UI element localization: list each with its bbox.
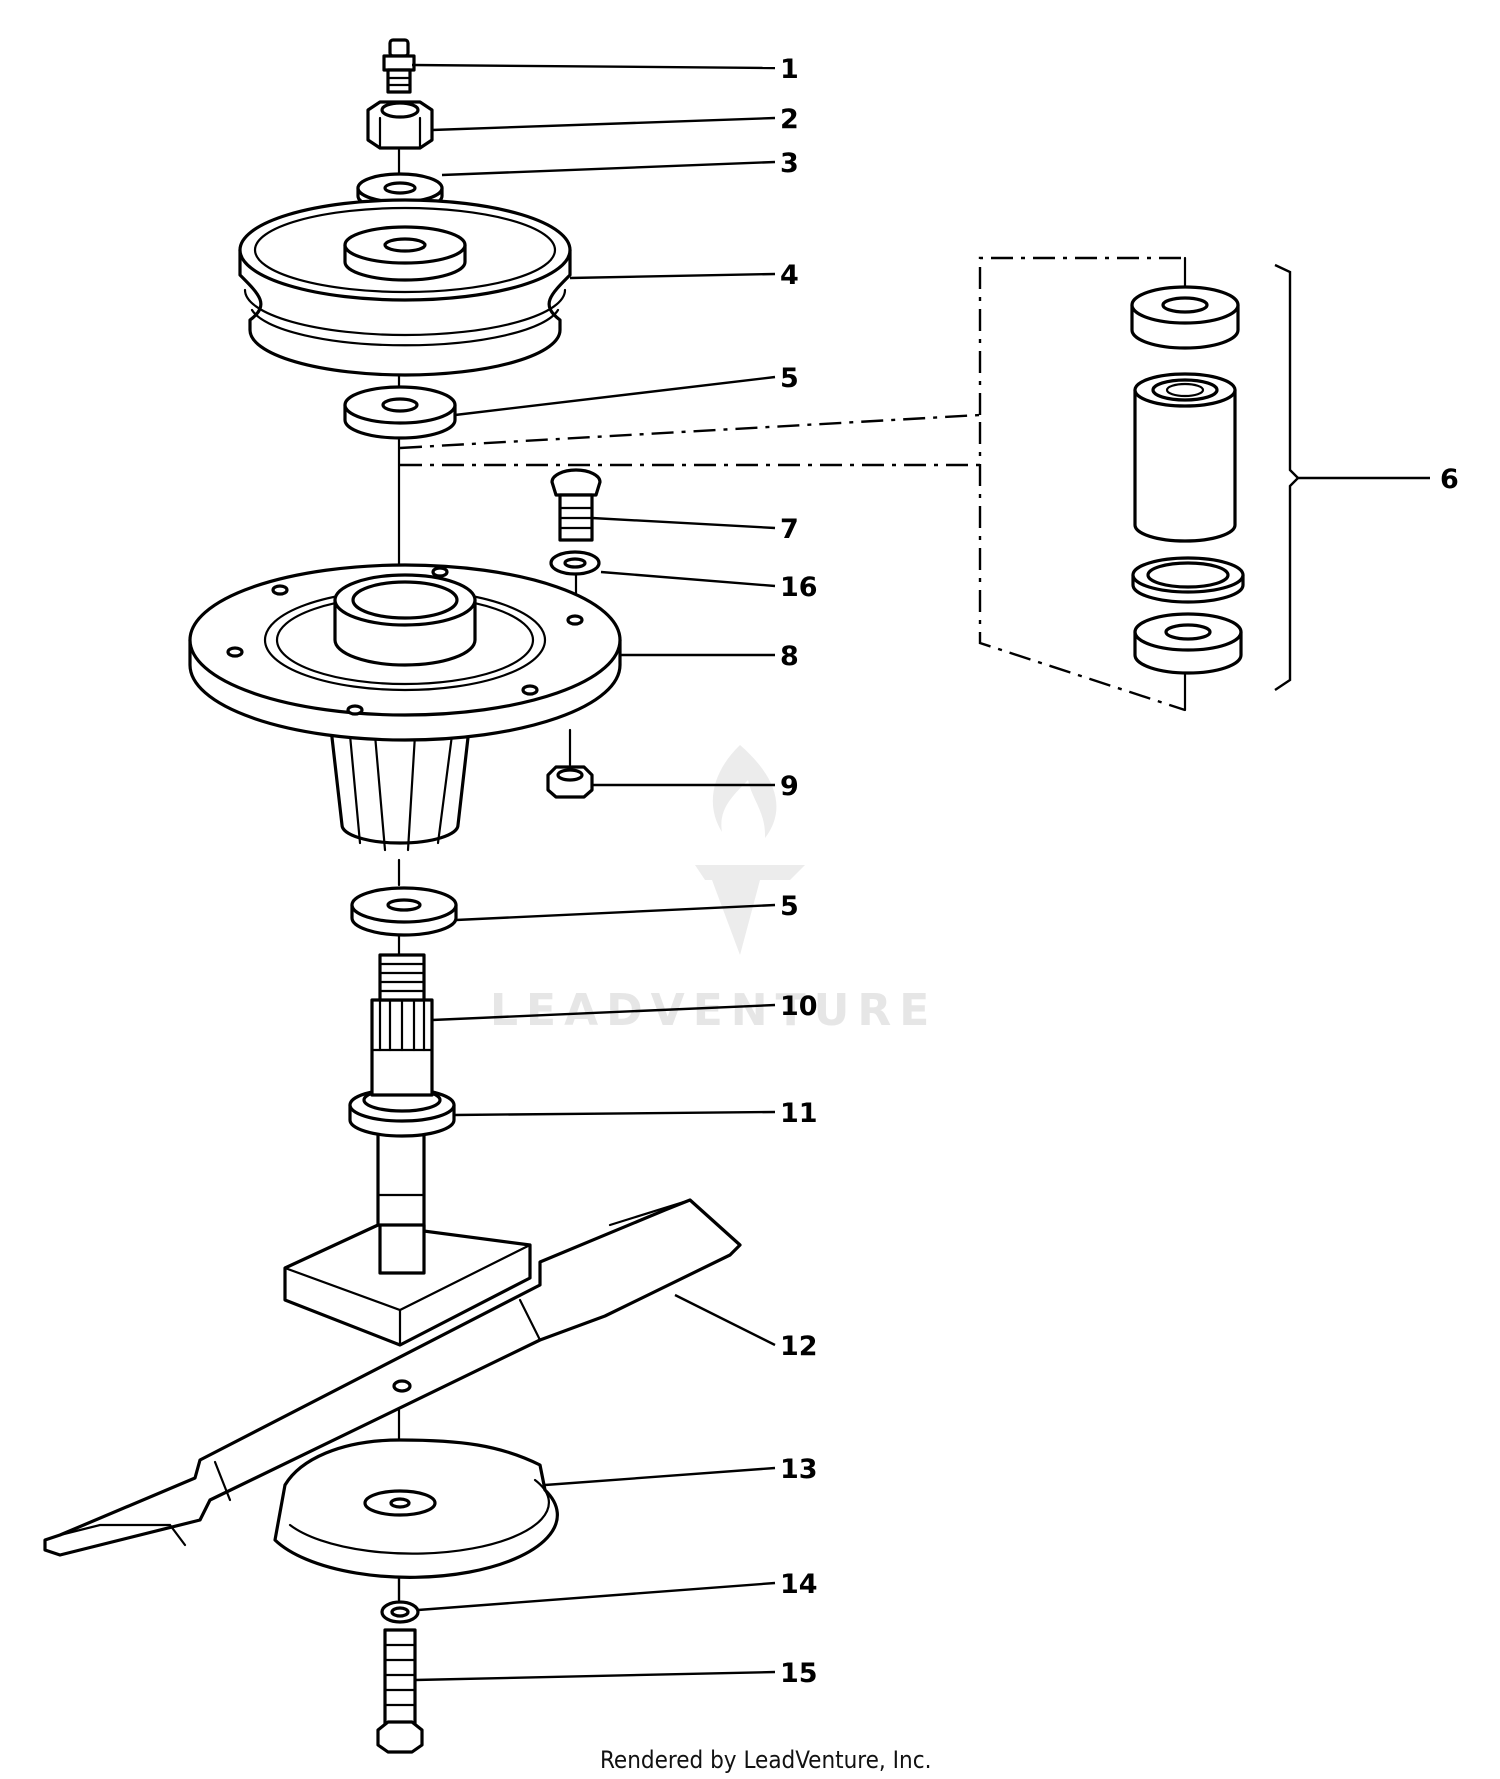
callout-2: 2 [780,104,799,135]
callout-16: 16 [780,572,818,603]
callout-15: 15 [780,1658,818,1689]
callout-9: 9 [780,771,799,802]
grease-fitting [382,38,416,94]
hex-nut [366,100,434,150]
callout-11: 11 [780,1098,818,1129]
blade-stiffener [273,1438,559,1579]
callout-8: 8 [780,641,799,672]
callout-6: 6 [1440,464,1459,495]
callout-14: 14 [780,1569,818,1600]
leader-lines [411,63,1430,1682]
leadventure-watermark-logo: LEADVENTURE [490,745,937,1036]
callout-5-upper: 5 [780,363,799,394]
double-v-pulley [238,198,572,377]
lock-washer [549,550,601,576]
callout-10: 10 [780,991,818,1022]
callout-5-lower: 5 [780,891,799,922]
watermark-text: LEADVENTURE [490,985,937,1036]
spacer-lower [350,886,458,937]
hex-bolt [376,1628,424,1754]
carriage-bolt [550,468,602,542]
callout-1: 1 [780,54,799,85]
callout-3: 3 [780,148,799,179]
callout-4: 4 [780,260,799,291]
callout-12: 12 [780,1331,818,1362]
footer-credit: Rendered by LeadVenture, Inc. [600,1746,931,1774]
spindle-shaft [348,953,456,1272]
spindle-housing [188,563,622,852]
bearing-kit [399,256,1300,712]
callout-labels: 1 2 3 4 5 6 7 16 8 9 5 10 11 12 13 14 15 [780,54,1459,1689]
callout-13: 13 [780,1454,818,1485]
flange-nut [546,765,594,799]
mower-blade [43,1198,742,1557]
lock-washer-lower [380,1600,420,1624]
callout-7: 7 [780,514,799,545]
spacer-upper [343,385,457,440]
